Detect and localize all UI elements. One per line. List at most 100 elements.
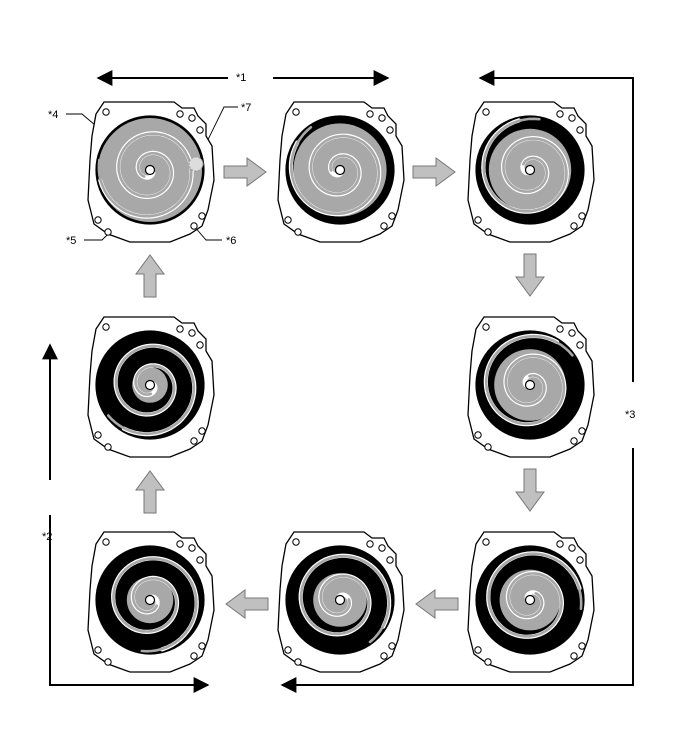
- bolt-hole: [190, 437, 198, 445]
- bolt-hole: [196, 126, 204, 134]
- bolt-hole: [104, 658, 112, 666]
- bolt-hole: [378, 544, 386, 552]
- scroll-edge: [95, 330, 205, 440]
- discharge-port: [524, 379, 536, 391]
- bolt-hole: [198, 642, 206, 650]
- bolt-hole: [556, 110, 564, 118]
- bolt-hole: [578, 642, 586, 650]
- bolt-hole: [386, 556, 394, 564]
- bolt-hole: [102, 108, 110, 116]
- gray-spiral-wrap: [484, 334, 574, 426]
- bolt-hole: [388, 642, 396, 650]
- scroll-edge: [95, 115, 205, 225]
- suction-inlet-mark: [188, 156, 204, 172]
- stage-2-top-middle: [277, 101, 405, 243]
- scroll-edge: [475, 330, 585, 440]
- bolt-hole: [576, 126, 584, 134]
- stage-7-bottom-left: [87, 531, 215, 673]
- bolt-hole: [292, 108, 300, 116]
- flow-block-arrow: [223, 157, 267, 187]
- label-3: *3: [625, 409, 635, 421]
- flow-block-arrows: [135, 157, 545, 619]
- bolt-hole: [388, 212, 396, 220]
- bolt-hole: [576, 556, 584, 564]
- discharge-port: [334, 164, 346, 176]
- bolt-hole: [482, 538, 490, 546]
- bolt-hole: [578, 427, 586, 435]
- bolt-hole: [576, 341, 584, 349]
- bolt-hole: [568, 544, 576, 552]
- discharge-port: [144, 164, 156, 176]
- bolt-hole: [292, 538, 300, 546]
- bolt-hole: [570, 437, 578, 445]
- flow-block-arrow: [515, 253, 545, 297]
- bolt-hole: [482, 108, 490, 116]
- bolt-hole: [474, 431, 482, 439]
- flow-block-arrow: [412, 157, 456, 187]
- bolt-hole: [380, 652, 388, 660]
- bolt-hole: [386, 126, 394, 134]
- bolt-hole: [94, 646, 102, 654]
- bolt-hole: [176, 325, 184, 333]
- flow-block-arrow: [415, 589, 459, 619]
- label-7: *7: [241, 102, 251, 114]
- bolt-hole: [484, 443, 492, 451]
- bolt-hole: [284, 646, 292, 654]
- discharge-port: [144, 594, 156, 606]
- gray-spiral-wrap: [112, 557, 198, 653]
- bolt-hole: [484, 658, 492, 666]
- gray-spiral-wrap: [97, 132, 193, 218]
- bolt-hole: [294, 658, 302, 666]
- scroll-edge: [475, 115, 585, 225]
- bolt-hole: [578, 212, 586, 220]
- flow-block-arrow: [135, 254, 165, 298]
- gray-spiral-wrap: [299, 554, 391, 644]
- bolt-hole: [366, 540, 374, 548]
- scroll-edge: [285, 115, 395, 225]
- stage-8-left-middle: [87, 316, 215, 458]
- scroll-edge: [95, 545, 205, 655]
- discharge-port: [524, 164, 536, 176]
- bolt-hole: [102, 538, 110, 546]
- bolt-hole: [190, 222, 198, 230]
- bolt-hole: [484, 228, 492, 236]
- stage-6-bottom-middle: [277, 531, 405, 673]
- bolt-hole: [556, 325, 564, 333]
- stage-1-top-left: [87, 101, 215, 243]
- arrow-line-3-bottom: [280, 448, 634, 693]
- bolt-hole: [198, 427, 206, 435]
- label-4: *4: [48, 109, 58, 121]
- bolt-hole: [188, 114, 196, 122]
- flow-block-arrow: [515, 468, 545, 512]
- arrow-line-2-bottom: [49, 515, 210, 693]
- bolt-hole: [284, 216, 292, 224]
- bolt-hole: [366, 110, 374, 118]
- bolt-hole: [104, 228, 112, 236]
- bolt-hole: [102, 323, 110, 331]
- scroll-edge: [475, 545, 585, 655]
- bolt-hole: [474, 216, 482, 224]
- bolt-hole: [482, 323, 490, 331]
- compressor-stages: [87, 101, 595, 673]
- label-5: *5: [66, 235, 76, 247]
- gray-spiral-wrap: [487, 552, 583, 638]
- label-1: *1: [236, 72, 246, 84]
- bolt-hole: [378, 114, 386, 122]
- flow-block-arrow: [225, 589, 269, 619]
- gray-spiral-wrap: [289, 126, 381, 215]
- bolt-hole: [176, 540, 184, 548]
- bolt-hole: [294, 228, 302, 236]
- bolt-hole: [94, 431, 102, 439]
- flow-block-arrow: [135, 470, 165, 514]
- stage-3-top-right: [467, 101, 595, 243]
- bolt-hole: [196, 341, 204, 349]
- bolt-hole: [556, 540, 564, 548]
- bolt-hole: [570, 222, 578, 230]
- bolt-hole: [196, 556, 204, 564]
- bolt-hole: [104, 443, 112, 451]
- bolt-hole: [198, 212, 206, 220]
- bolt-hole: [474, 646, 482, 654]
- bolt-hole: [188, 544, 196, 552]
- stage-4-right-middle: [467, 316, 595, 458]
